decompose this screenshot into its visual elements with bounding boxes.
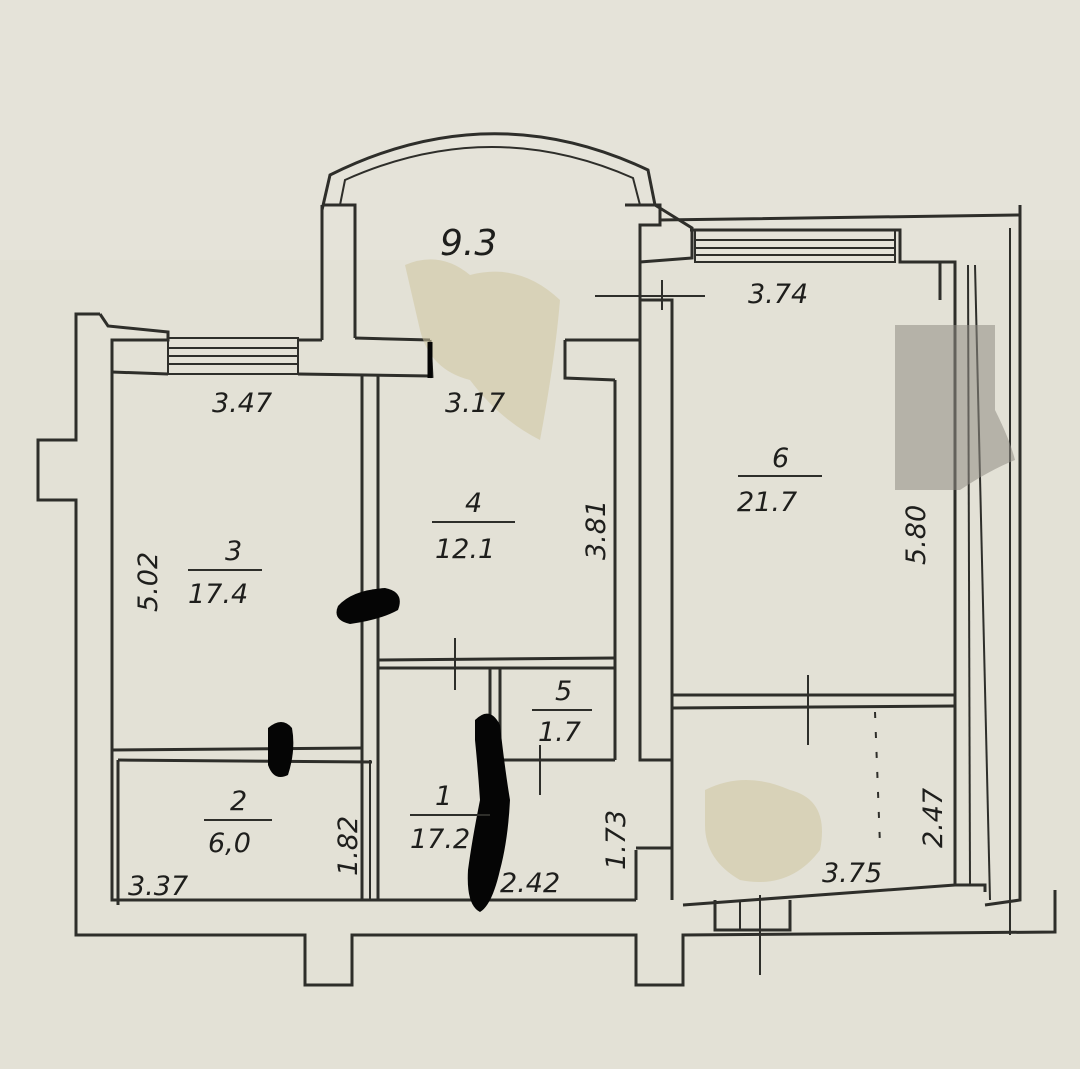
room-3-height-dim: 5.02	[133, 552, 164, 612]
balcony-outline	[320, 132, 694, 340]
room-6-height-dim: 5.80	[901, 505, 932, 565]
smudges	[405, 259, 1015, 882]
room-3-number: 3	[225, 536, 242, 567]
room-6-number: 6	[772, 443, 789, 474]
balcony-area-label: 9.3	[440, 223, 497, 264]
room-2-width-dim: 3.37	[128, 871, 188, 902]
room-4-height-dim: 3.81	[581, 500, 612, 560]
room-2-height-dim: 1.82	[333, 816, 364, 876]
room-1-number: 1	[435, 781, 452, 812]
redaction-marks	[268, 588, 510, 912]
room-4-area: 12.1	[435, 534, 495, 565]
hall-width-dim: 2.42	[500, 868, 560, 899]
room-5-area: 1.7	[538, 717, 581, 748]
corridor-height-dim: 2.47	[918, 788, 949, 848]
room-3-area: 17.4	[188, 579, 248, 610]
room-6-width-dim: 3.74	[748, 279, 808, 310]
room-4-number: 4	[465, 488, 482, 519]
room-3-width-dim: 3.47	[212, 388, 272, 419]
room-4-width-dim: 3.17	[445, 388, 505, 419]
window-room3	[167, 337, 299, 375]
room-6-area: 21.7	[737, 487, 797, 518]
window-room6	[694, 229, 896, 263]
room-2-number: 2	[230, 786, 247, 817]
room-2-area: 6,0	[208, 828, 251, 859]
hall-height-dim: 1.73	[601, 810, 632, 870]
room-1-area: 17.2	[410, 824, 470, 855]
corridor-width-dim: 3.75	[822, 858, 882, 889]
room-5-number: 5	[555, 676, 572, 707]
